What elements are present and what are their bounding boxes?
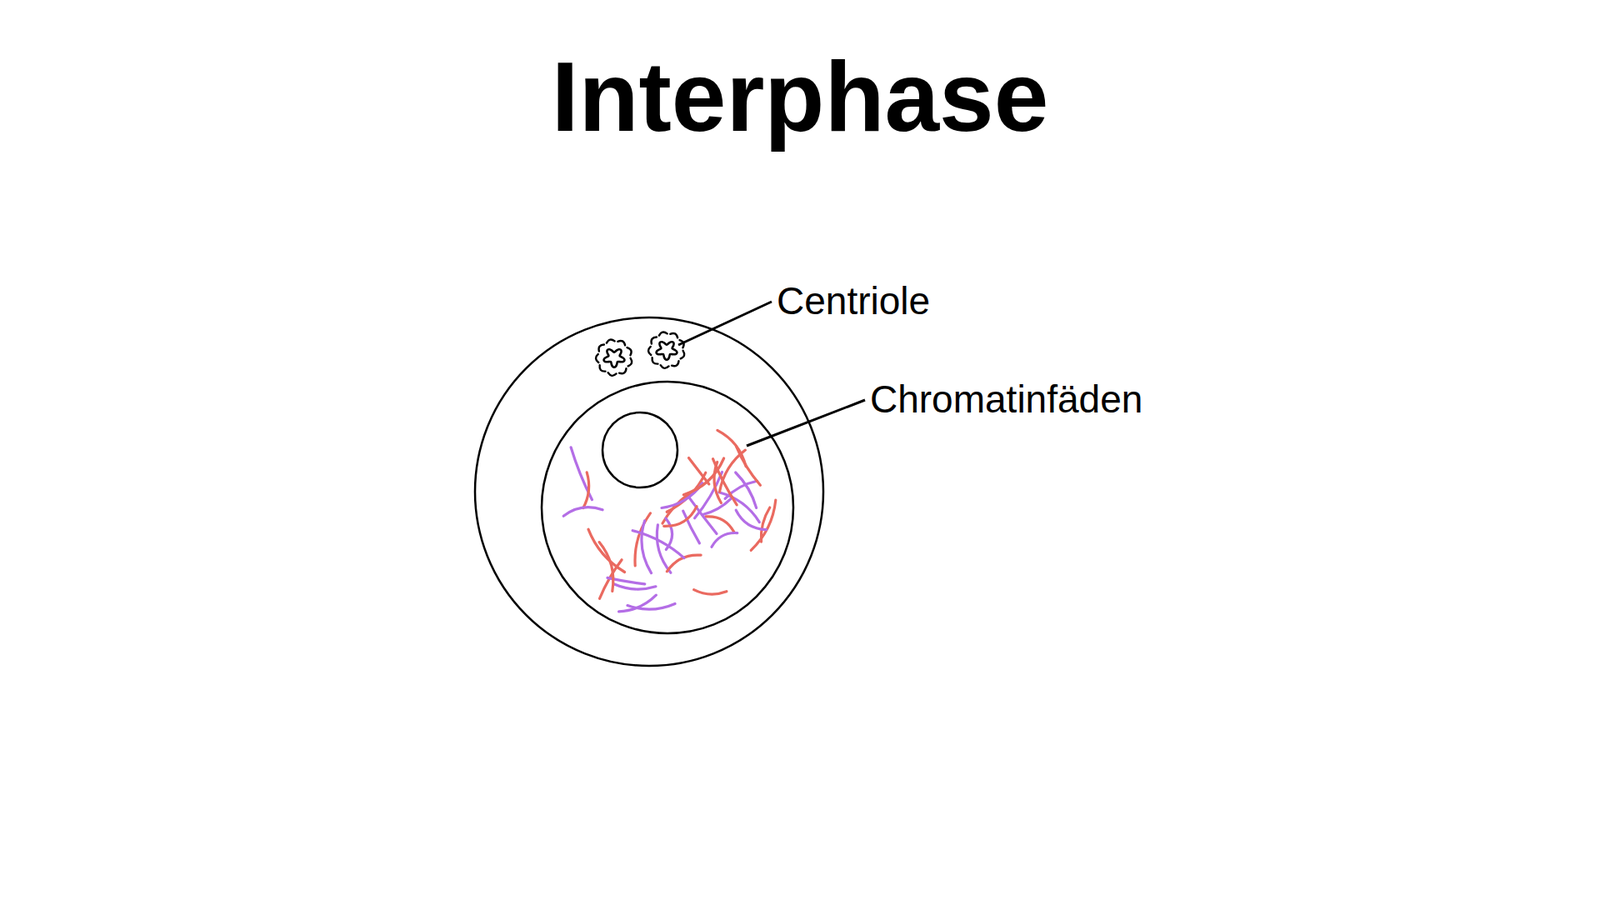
- chromatin-strand: [711, 532, 738, 547]
- centriole-hook: [660, 365, 670, 369]
- chromatin-strand: [661, 483, 703, 509]
- chromatin-strand: [599, 542, 614, 592]
- diagram-title: Interphase: [0, 40, 1600, 154]
- chromatin-strand: [735, 445, 760, 485]
- centriole-hook: [627, 347, 632, 355]
- centriole-hook: [595, 354, 599, 363]
- centriole-hook: [606, 339, 615, 343]
- chromatin-strand: [563, 507, 603, 516]
- part-label: Chromatinfäden: [870, 376, 1143, 422]
- centriole-core: [656, 341, 678, 360]
- chromatin-strand: [702, 498, 732, 515]
- centriole-hook: [617, 340, 625, 345]
- chromatin-strand: [619, 595, 657, 612]
- chromatin-strand: [656, 525, 671, 573]
- leader-line: [746, 400, 865, 446]
- centriole-symbols: [595, 331, 685, 375]
- centriole: [595, 339, 632, 375]
- centriole-hook: [599, 345, 605, 352]
- chromatin-strand: [750, 500, 776, 550]
- centriole-hook: [652, 357, 659, 364]
- nucleus-envelope: [541, 381, 794, 634]
- chromatin-strand: [735, 510, 766, 530]
- chromatin-strand: [694, 590, 727, 595]
- cell-membrane: [475, 317, 824, 666]
- centriole-hook: [659, 331, 668, 335]
- centriole-hook: [648, 346, 651, 355]
- centriole-hook: [671, 360, 679, 366]
- centriole-core: [604, 349, 625, 367]
- chromatin-strand: [641, 520, 652, 574]
- chromatin-strand: [664, 506, 697, 527]
- centriole-hook: [628, 358, 633, 367]
- chromatin-strand: [689, 458, 710, 485]
- centriole-hook: [619, 368, 626, 374]
- leader-line: [678, 301, 772, 345]
- centriole-hook: [680, 350, 685, 360]
- chromatin-strand: [713, 459, 738, 505]
- centriole-hook: [600, 365, 606, 371]
- chromatin-strand: [632, 530, 685, 559]
- centriole-hook: [651, 337, 657, 345]
- nucleolus: [602, 412, 678, 488]
- part-label: Centriole: [776, 278, 930, 324]
- centriole-hook: [608, 372, 617, 376]
- centriole-hook: [670, 333, 678, 338]
- chromatin-strand: [614, 584, 656, 590]
- chromatin-strand: [583, 472, 590, 509]
- chromatin-strand: [665, 518, 673, 550]
- chromatin-strand: [689, 497, 717, 534]
- centriole: [648, 331, 685, 368]
- chromatin-strand: [720, 450, 746, 492]
